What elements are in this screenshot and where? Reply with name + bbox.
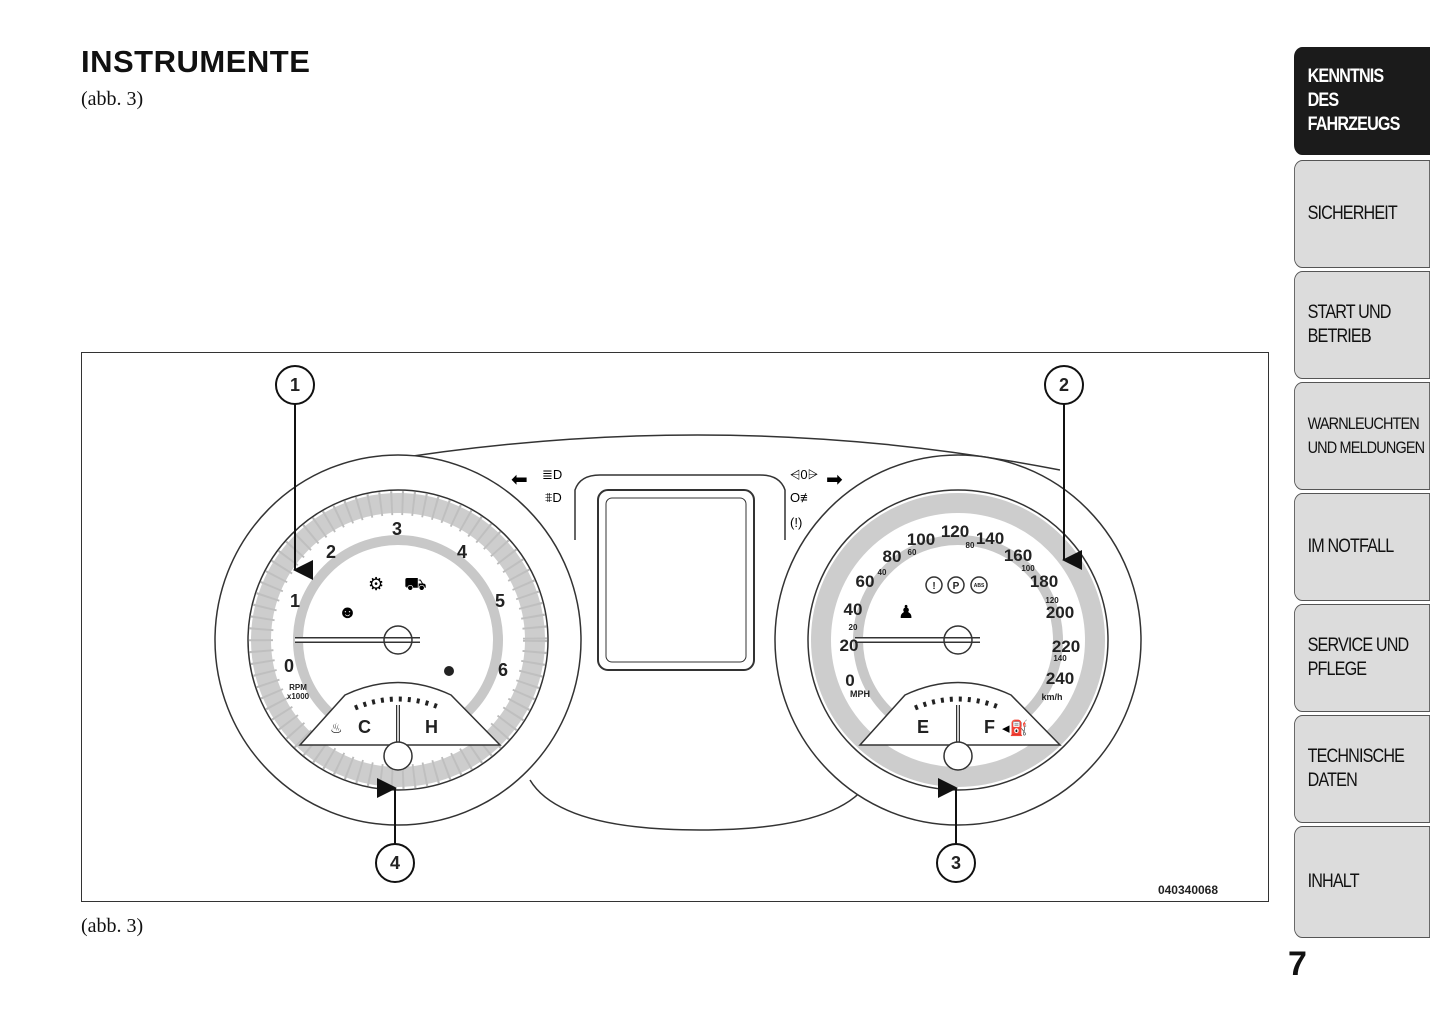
tab-start-und-betrieb[interactable]: START UND BETRIEB	[1294, 271, 1430, 379]
svg-text:ABS: ABS	[974, 583, 985, 589]
rpm-unit: RPM	[289, 683, 307, 692]
front-fog-icon: ⩨D	[545, 490, 562, 505]
check-engine-icon: ⚙	[368, 574, 384, 594]
kmh-tick-100: 100	[907, 530, 935, 549]
svg-text:1: 1	[290, 375, 300, 395]
instrument-cluster-figure	[81, 352, 1269, 902]
airbag-icon: ☻	[338, 602, 357, 622]
rpm-tick-4: 4	[457, 542, 467, 562]
low-beam-icon: ≣D	[542, 467, 562, 482]
callout-4: 4	[375, 778, 415, 883]
rpm-tick-5: 5	[495, 591, 505, 611]
mph-tick-100: 100	[1021, 564, 1035, 573]
kmh-tick-60: 60	[856, 572, 875, 591]
mph-tick-40: 40	[878, 568, 887, 577]
tab-sicherheit[interactable]: SICHERHEIT	[1294, 160, 1430, 268]
callout-3: 3	[936, 778, 976, 883]
mph-tick-20: 20	[849, 623, 858, 632]
rpm-tick-3: 3	[392, 519, 402, 539]
kmh-tick-120: 120	[941, 522, 969, 541]
kmh-tick-80: 80	[883, 547, 902, 566]
kmh-tick-200: 200	[1046, 603, 1074, 622]
svg-text:3: 3	[951, 853, 961, 873]
kmh-tick-220: 220	[1052, 637, 1080, 656]
rear-fog-icon: O≢	[790, 490, 813, 505]
fuel-empty-label: E	[917, 717, 929, 737]
coolant-icon: ♨	[330, 720, 343, 736]
callout-2: 2	[1044, 365, 1084, 570]
seatbelt-icon: ♟	[898, 602, 914, 622]
tire-pressure-icon: (!)	[790, 515, 802, 530]
kmh-unit: km/h	[1041, 692, 1062, 702]
tab-warnleuchten[interactable]: WARNLEUCHTEN UND MELDUNGEN	[1294, 382, 1430, 490]
svg-text:!: !	[932, 581, 935, 592]
mph-tick-60: 60	[908, 548, 917, 557]
page-number: 7	[1288, 945, 1307, 983]
abs-icon: ABS	[970, 576, 988, 594]
kmh-tick-160: 160	[1004, 546, 1032, 565]
rpm-tick-6: 6	[498, 660, 508, 680]
temp-cold-label: C	[358, 717, 371, 737]
mph-tick-80: 80	[966, 541, 975, 550]
fuel-full-label: F	[984, 717, 995, 737]
parking-lights-icon: ⩤0⩥	[790, 467, 818, 482]
rpm-multiplier: x1000	[287, 692, 310, 701]
rpm-tick-2: 2	[326, 542, 336, 562]
figure-caption: (abb. 3)	[81, 915, 144, 937]
temp-hot-label: H	[425, 717, 438, 737]
figure-code: 040340068	[1158, 883, 1218, 897]
kmh-tick-40: 40	[844, 600, 863, 619]
traction-control-icon: ⛟	[404, 574, 427, 594]
tab-inhalt[interactable]: INHALT	[1294, 826, 1430, 938]
kmh-tick-0: 0	[845, 671, 854, 690]
tab-service-und-pflege[interactable]: SERVICE UND PFLEGE	[1294, 604, 1430, 712]
mph-tick-140: 140	[1053, 654, 1067, 663]
section-title: INSTRUMENTE	[81, 44, 311, 79]
fuel-gauge: E F ◂⛽	[914, 696, 1028, 771]
mph-tick-120: 120	[1045, 596, 1059, 605]
turn-right-icon: ➡	[826, 469, 843, 491]
tab-technische-daten[interactable]: TECHNISCHE DATEN	[1294, 715, 1430, 823]
kmh-tick-20: 20	[840, 636, 859, 655]
tab-kenntnis-des-fahrzeugs[interactable]: KENNTNIS DES FAHRZEUGS	[1294, 47, 1430, 155]
svg-text:4: 4	[390, 853, 400, 873]
parking-brake-icon: P	[947, 576, 965, 594]
rpm-tick-0: 0	[284, 656, 294, 676]
svg-text:P: P	[953, 581, 960, 592]
kmh-tick-240: 240	[1046, 669, 1074, 688]
figure-reference: (abb. 3)	[81, 88, 144, 110]
kmh-tick-140: 140	[976, 529, 1004, 548]
brake-warning-icon: !	[925, 576, 943, 594]
mph-unit: MPH	[850, 689, 870, 699]
callout-1: 1	[275, 365, 315, 580]
temperature-gauge: ♨ C H	[330, 696, 442, 771]
kmh-tick-180: 180	[1030, 572, 1058, 591]
turn-left-icon: ⬅	[511, 469, 528, 491]
svg-text:2: 2	[1059, 375, 1069, 395]
rpm-tick-1: 1	[290, 591, 300, 611]
fuel-pump-icon: ◂⛽	[1002, 719, 1028, 737]
tab-im-notfall[interactable]: IM NOTFALL	[1294, 493, 1430, 601]
